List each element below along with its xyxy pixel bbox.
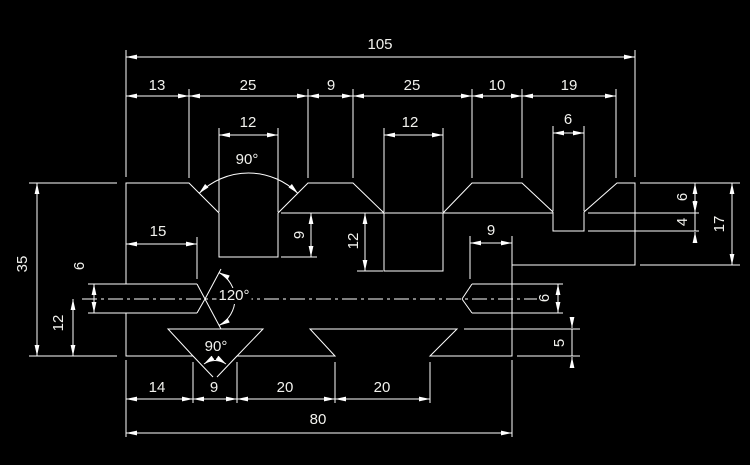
dim-top-25-right: 25: [401, 77, 423, 94]
dim-bottom-14: 14: [146, 379, 168, 396]
dim-angle-keyway: 120°: [216, 287, 252, 304]
dim-right-height: 17: [711, 213, 728, 235]
dim-slot-mid-depth: 12: [345, 230, 362, 252]
dim-top-10: 10: [486, 77, 508, 94]
dim-keyway-right-height: 6: [536, 291, 553, 305]
dim-slot-left-width: 12: [237, 114, 259, 131]
dim-right-step-upper: 6: [674, 190, 691, 204]
dim-notch-depth-right: 5: [551, 336, 568, 350]
dim-total-width: 105: [365, 36, 395, 53]
dim-bottom-width: 80: [307, 411, 329, 428]
dim-right-step-lower: 4: [674, 215, 691, 229]
dim-top-19: 19: [558, 77, 580, 94]
dim-keyway-right-length: 9: [484, 222, 498, 239]
part-outline: [125, 182, 636, 357]
dim-slot-small-width: 6: [561, 111, 575, 128]
dim-angle-dovetail: 90°: [202, 338, 230, 355]
dim-slot-mid-width: 12: [399, 114, 421, 131]
dim-bottom-20-right: 20: [371, 379, 393, 396]
dimension-lines: [34, 54, 735, 436]
extension-lines: [29, 50, 740, 437]
dim-top-13: 13: [146, 77, 168, 94]
dim-keyway-left-height: 6: [71, 259, 88, 273]
keyway-slots: [88, 283, 563, 314]
dim-slot-left-depth: 9: [291, 228, 308, 242]
dim-bottom-9: 9: [207, 379, 221, 396]
dim-left-height: 35: [14, 253, 31, 275]
dim-top-9: 9: [324, 77, 338, 94]
dim-bottom-20-left: 20: [274, 379, 296, 396]
dim-keyway-left-length: 15: [147, 223, 169, 240]
dim-top-25-left: 25: [237, 77, 259, 94]
dim-left-lower: 12: [50, 312, 67, 334]
dim-angle-slot-left: 90°: [233, 151, 261, 168]
